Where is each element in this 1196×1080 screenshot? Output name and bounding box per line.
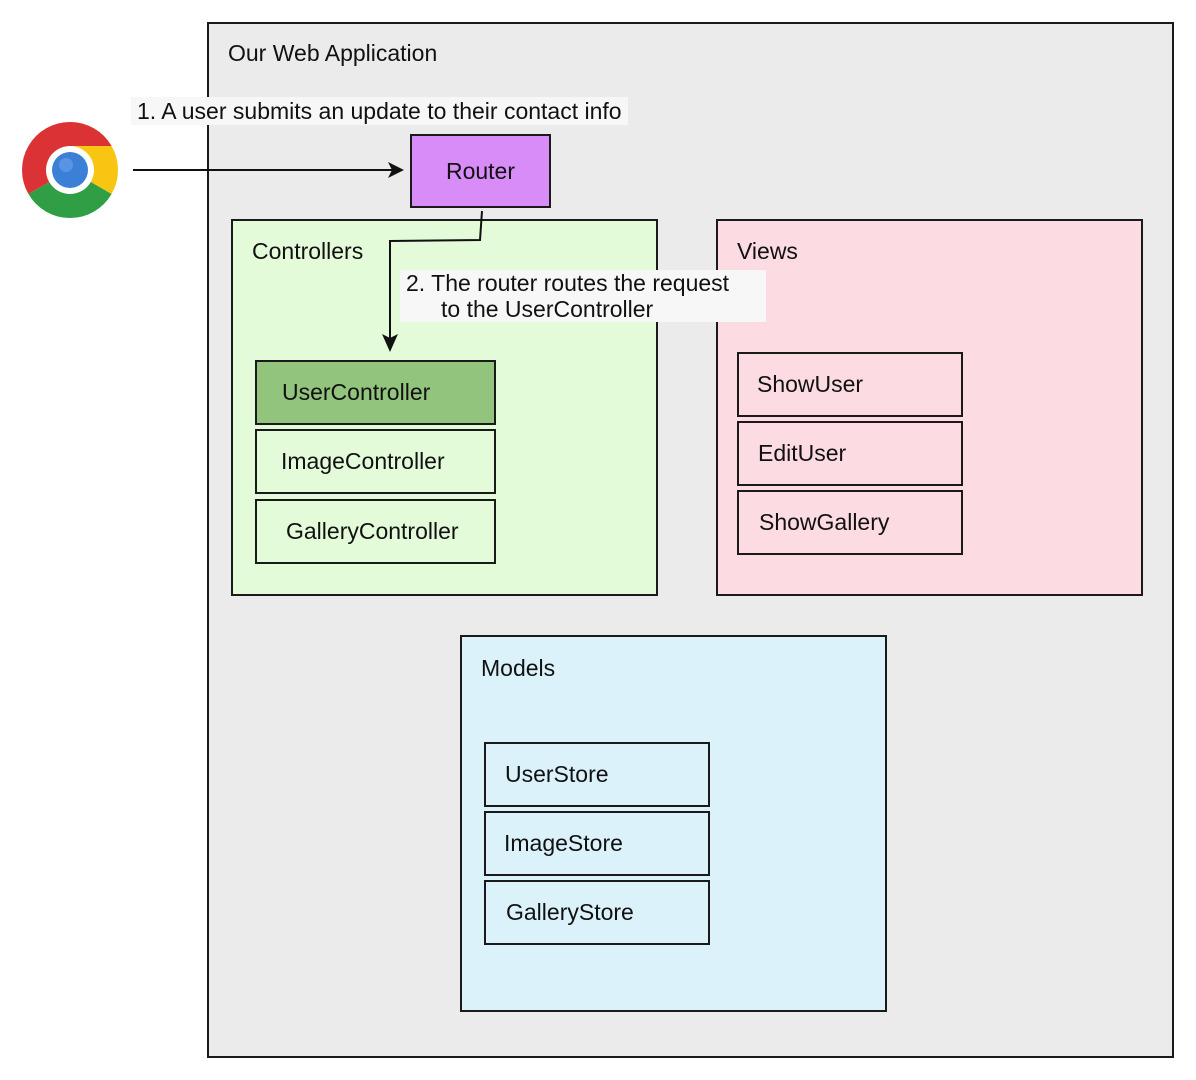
gallery-store-label: GalleryStore	[506, 899, 634, 925]
show-gallery-box: ShowGallery	[737, 490, 963, 555]
user-store-label: UserStore	[505, 761, 609, 787]
controllers-title: Controllers	[252, 238, 364, 264]
browser-to-router-arrowhead	[388, 162, 404, 178]
gallery-controller-label: GalleryController	[286, 518, 459, 544]
views-title: Views	[737, 238, 798, 264]
user-controller-box: UserController	[255, 360, 496, 425]
image-store-label: ImageStore	[504, 830, 623, 856]
user-store-box: UserStore	[484, 742, 710, 807]
image-controller-box: ImageController	[255, 429, 496, 494]
show-user-label: ShowUser	[757, 371, 864, 397]
gallery-controller-box: GalleryController	[255, 499, 496, 564]
step-2-line-2: to the UserController	[441, 296, 654, 322]
image-controller-label: ImageController	[281, 448, 445, 474]
step-1-label: 1. A user submits an update to their con…	[131, 97, 628, 125]
models-title: Models	[481, 655, 556, 681]
router-box: Router	[410, 134, 551, 208]
app-title: Our Web Application	[228, 40, 438, 66]
gallery-store-box: GalleryStore	[484, 880, 710, 945]
step-2-line-1: 2. The router routes the request	[406, 270, 730, 296]
router-label: Router	[445, 157, 516, 184]
edit-user-box: EditUser	[737, 421, 963, 486]
image-store-box: ImageStore	[484, 811, 710, 876]
router-to-controller-arrow	[389, 210, 483, 340]
show-gallery-label: ShowGallery	[759, 509, 890, 535]
show-user-box: ShowUser	[737, 352, 963, 417]
edit-user-label: EditUser	[758, 440, 847, 466]
step-2-label: 2. The router routes the request to the …	[400, 270, 766, 322]
user-controller-label: UserController	[282, 379, 431, 405]
router-to-controller-arrowhead	[382, 334, 398, 352]
chrome-browser-icon	[21, 122, 119, 219]
